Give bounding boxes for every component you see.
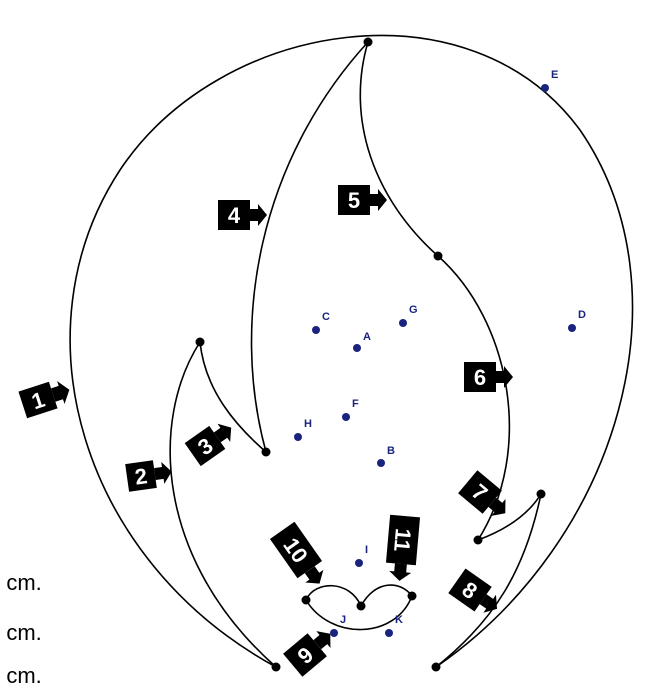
- tag-4-label: 4: [228, 203, 241, 228]
- tag-8-arrow: [479, 594, 498, 613]
- measure-line-3: 8 cm.: [0, 663, 42, 688]
- point-K-label: K: [395, 614, 403, 626]
- point-J-label: J: [340, 614, 346, 626]
- point-B: B: [377, 445, 395, 467]
- tag-6-label: 6: [474, 365, 486, 390]
- vertex-right-flame: [536, 489, 546, 499]
- vertex-bottom-right: [431, 662, 441, 672]
- point-A-label: A: [363, 331, 371, 343]
- arc-3: [199, 341, 267, 453]
- point-I: I: [355, 544, 368, 567]
- point-H: H: [294, 418, 312, 441]
- point-I-label: I: [365, 544, 368, 556]
- vertex-right-inner: [473, 535, 483, 545]
- point-F-label: F: [352, 398, 359, 410]
- point-E: E: [541, 69, 558, 92]
- tag-7: 7: [458, 470, 506, 516]
- arc-11: [360, 584, 413, 607]
- labelled-points: A B C D E F G H: [294, 69, 586, 637]
- point-F: F: [342, 398, 359, 421]
- vertex-bottom-left: [271, 662, 281, 672]
- tag-4-arrow: [250, 204, 267, 226]
- tag-10: 10: [269, 521, 324, 584]
- tag-11-label: 11: [389, 527, 416, 552]
- tag-7-arrow: [488, 497, 506, 516]
- tag-10-arrow: [304, 566, 324, 584]
- tag-1-arrow: [51, 381, 70, 404]
- tag-2: 2: [125, 460, 172, 492]
- point-C: C: [312, 311, 330, 334]
- tag-5-label: 5: [348, 188, 360, 213]
- arc-2: [169, 341, 277, 668]
- arc-1: [69, 34, 634, 668]
- point-G-label: G: [409, 304, 418, 316]
- vertex-mouth-mid: [356, 601, 366, 611]
- point-J: J: [330, 614, 346, 637]
- tag-9-arrow: [313, 631, 331, 650]
- tag-5: 5: [338, 185, 387, 215]
- tag-1: 1: [18, 381, 70, 419]
- tag-5-arrow: [370, 189, 387, 211]
- tag-4: 4: [218, 200, 267, 230]
- tag-9: 9: [283, 631, 331, 677]
- arc-8: [435, 493, 542, 668]
- tag-6-arrow: [496, 366, 513, 388]
- vertex-left-flame: [195, 337, 205, 347]
- tag-3-arrow: [213, 423, 232, 443]
- point-E-label: E: [551, 69, 558, 81]
- point-D: D: [568, 309, 586, 332]
- tag-8: 8: [448, 568, 498, 613]
- point-A: A: [353, 331, 371, 352]
- point-C-label: C: [322, 311, 330, 323]
- vertex-mouth-right: [407, 591, 417, 601]
- point-G: G: [399, 304, 418, 327]
- vertex-left-inner: [261, 447, 271, 457]
- tag-11: 11: [385, 514, 421, 581]
- vertex-mouth-left: [301, 595, 311, 605]
- curve-vertices: [195, 37, 546, 672]
- tag-2-label: 2: [133, 463, 149, 489]
- arc-5: [359, 41, 439, 257]
- measure-line-1: 7 cm.: [0, 570, 42, 595]
- point-H-label: H: [304, 418, 312, 430]
- arc-9: [305, 595, 413, 631]
- tag-6: 6: [464, 362, 513, 392]
- arc-7: [477, 493, 542, 541]
- tag-11-arrow: [389, 563, 412, 581]
- vertex-right-mid: [433, 251, 443, 261]
- point-D-label: D: [578, 309, 586, 321]
- point-K: K: [385, 614, 403, 637]
- point-B-label: B: [387, 445, 395, 457]
- tag-3: 3: [184, 423, 232, 467]
- tag-2-arrow: [154, 462, 172, 484]
- vertex-top: [363, 37, 373, 47]
- arc-10: [305, 584, 362, 607]
- arc-4: [250, 41, 369, 453]
- measure-line-2: 3 cm.: [0, 620, 42, 645]
